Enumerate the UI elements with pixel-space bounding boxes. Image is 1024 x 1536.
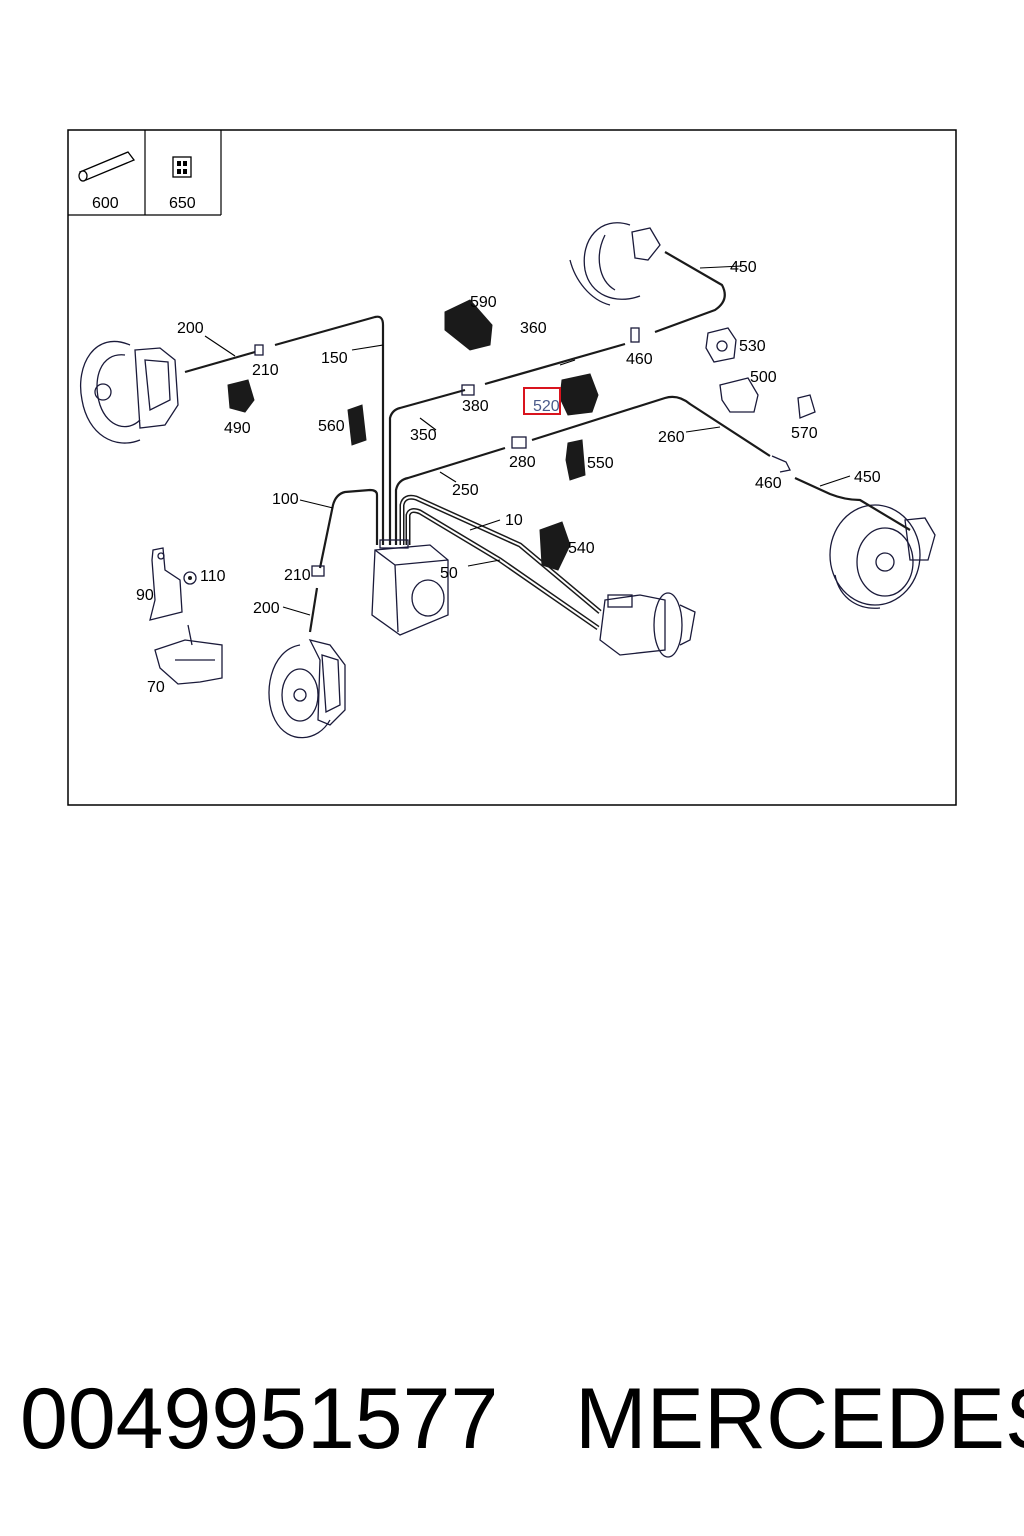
connector-520-icon	[559, 373, 599, 416]
brake-disc-front-right-icon	[268, 639, 346, 739]
connector-540-icon	[539, 521, 571, 571]
callout-500: 500	[750, 369, 777, 386]
callout-70: 70	[147, 679, 165, 696]
callout-200b: 200	[253, 600, 280, 617]
callout-520: 520	[533, 398, 560, 415]
callout-280: 280	[509, 454, 536, 471]
callout-360: 360	[520, 320, 547, 337]
callout-350: 350	[410, 427, 437, 444]
callout-460a: 460	[626, 351, 653, 368]
master-cylinder-booster-icon	[599, 592, 696, 658]
callout-570: 570	[791, 425, 818, 442]
bracket-90-icon	[149, 547, 183, 621]
callout-labels: 600 650 10 50 70 90 100 110 150 200 200 …	[92, 195, 881, 696]
part-number: 0049951577	[20, 1371, 499, 1467]
connector-570-icon	[797, 394, 816, 419]
diagram-frame	[67, 129, 957, 806]
connector-500-icon	[719, 377, 759, 413]
callout-460b: 460	[755, 475, 782, 492]
callout-210a: 210	[252, 362, 279, 379]
abs-hydraulic-unit-icon	[371, 539, 449, 636]
clip-560-icon	[347, 404, 367, 446]
callout-90: 90	[136, 587, 154, 604]
brake-disc-front-left-icon	[80, 340, 179, 444]
inset-label-650: 650	[169, 195, 196, 212]
leader-lines	[204, 265, 851, 616]
connector-550-icon	[565, 439, 586, 481]
brake-pipes	[184, 251, 911, 633]
callout-550: 550	[587, 455, 614, 472]
callout-540: 540	[568, 540, 595, 557]
callout-200a: 200	[177, 320, 204, 337]
inset-panel	[68, 130, 222, 216]
bolt-110-icon	[183, 571, 197, 585]
callout-260: 260	[658, 429, 685, 446]
brake-disc-rear-top-icon	[569, 222, 661, 306]
callout-250: 250	[452, 482, 479, 499]
callout-450a: 450	[730, 259, 757, 276]
callout-110: 110	[200, 568, 226, 585]
brand-name: MERCEDES	[575, 1371, 1024, 1467]
footer-caption: 0049951577 MERCEDES	[20, 1370, 1024, 1470]
tube-600-icon	[78, 151, 136, 182]
callout-530: 530	[739, 338, 766, 355]
callout-210b: 210	[284, 567, 311, 584]
connector-650-icon	[172, 156, 192, 178]
connector-490-icon	[227, 379, 255, 413]
callout-490: 490	[224, 420, 251, 437]
callout-380: 380	[462, 398, 489, 415]
callout-450b: 450	[854, 469, 881, 486]
callout-10: 10	[505, 512, 523, 529]
connector-590-icon	[444, 299, 493, 351]
inset-label-600: 600	[92, 195, 119, 212]
brake-disc-rear-right-icon	[829, 504, 936, 609]
callout-590: 590	[470, 294, 497, 311]
callout-150: 150	[321, 350, 348, 367]
callout-50: 50	[440, 565, 458, 582]
callout-100: 100	[272, 491, 299, 508]
callout-560: 560	[318, 418, 345, 435]
connector-530-icon	[705, 327, 737, 363]
bracket-70-icon	[154, 624, 223, 685]
callout-520-highlight	[523, 387, 561, 415]
